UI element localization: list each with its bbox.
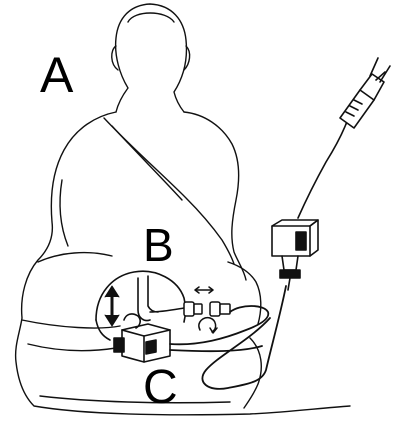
left-right-arrow-icon bbox=[195, 287, 213, 293]
up-down-arrow-icon bbox=[105, 286, 119, 326]
rotate-arrow-icon bbox=[199, 318, 216, 332]
statue-body bbox=[16, 112, 350, 415]
label-a: A bbox=[40, 50, 73, 100]
label-c: C bbox=[143, 364, 178, 412]
pump bbox=[114, 314, 170, 362]
tube-connector bbox=[150, 287, 230, 333]
power-plug bbox=[340, 58, 390, 128]
label-b: B bbox=[143, 222, 174, 268]
statue-head bbox=[116, 4, 187, 112]
power-adapter bbox=[272, 124, 346, 290]
